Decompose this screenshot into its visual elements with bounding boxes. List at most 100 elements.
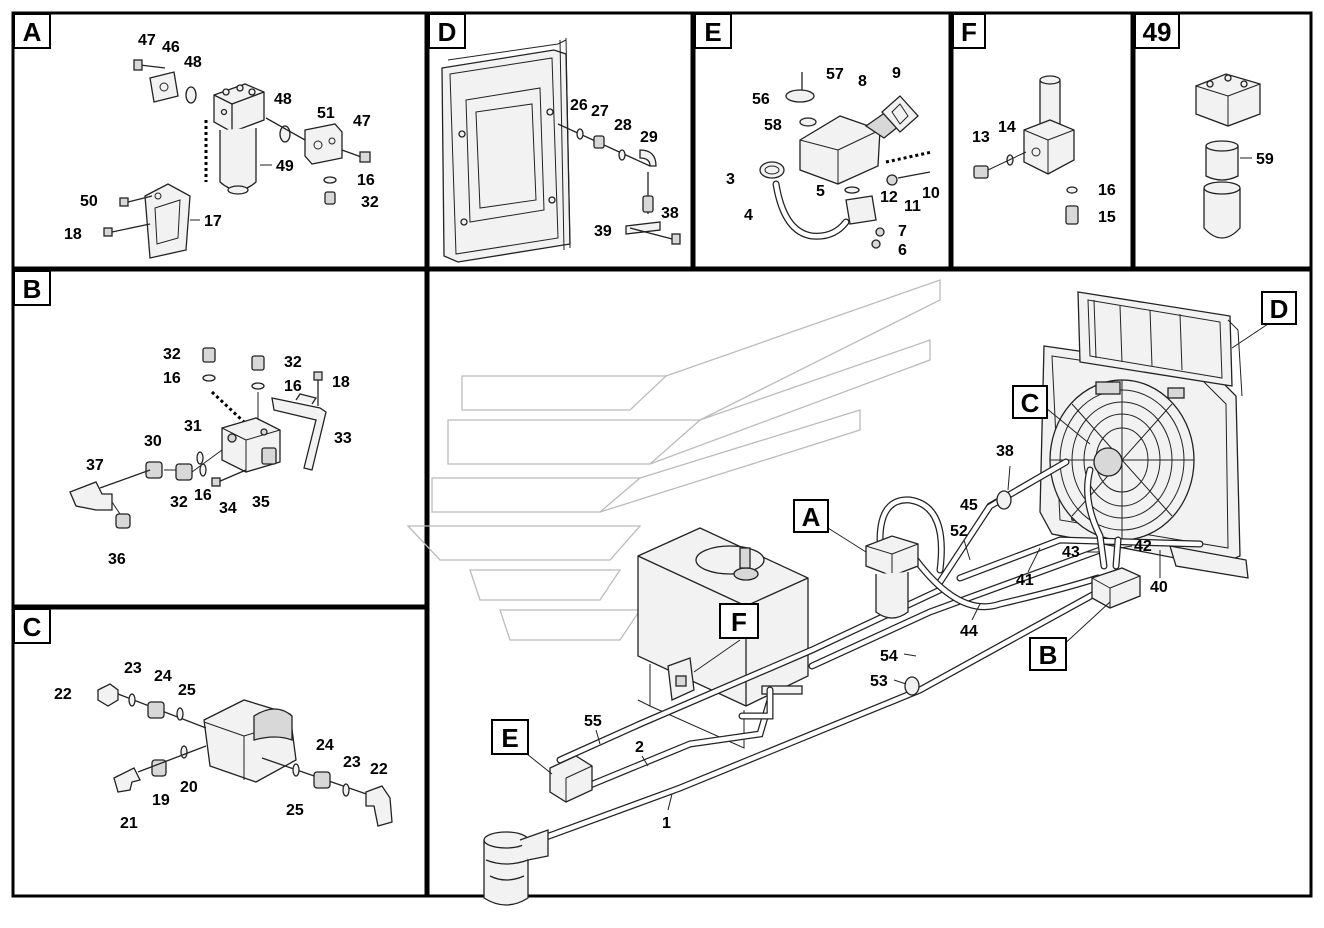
panel-f-tag: F bbox=[961, 17, 977, 47]
label-13: 13 bbox=[972, 129, 990, 146]
label-4: 4 bbox=[744, 207, 753, 224]
cooler-assembly bbox=[1039, 291, 1249, 579]
panel-49-drawing bbox=[1195, 73, 1261, 239]
label-40: 40 bbox=[1150, 579, 1168, 596]
panel-a-labels: 47 46 48 48 51 47 49 16 32 50 17 18 bbox=[64, 32, 379, 243]
label-48: 48 bbox=[184, 54, 202, 71]
label-23: 23 bbox=[343, 754, 361, 771]
label-56: 56 bbox=[752, 91, 770, 108]
label-3: 3 bbox=[726, 171, 735, 188]
label-16: 16 bbox=[357, 172, 375, 189]
label-30: 30 bbox=[144, 433, 162, 450]
panel-b-labels: 32 32 16 16 18 31 30 33 37 32 16 34 35 3… bbox=[86, 346, 352, 568]
panel-f-frame bbox=[950, 11, 1134, 270]
panel-e-labels: 57 8 9 56 58 3 5 12 11 10 4 7 6 bbox=[726, 65, 940, 259]
label-49: 49 bbox=[276, 158, 294, 175]
label-35: 35 bbox=[252, 494, 270, 511]
label-5: 5 bbox=[816, 183, 825, 200]
label-57: 57 bbox=[826, 66, 844, 83]
panel-f-labels: 13 14 16 15 bbox=[972, 119, 1116, 226]
label-22: 22 bbox=[54, 686, 72, 703]
label-53: 53 bbox=[870, 673, 888, 690]
callout-b: B bbox=[1039, 640, 1058, 670]
label-37: 37 bbox=[86, 457, 104, 474]
panel-c-labels: 23 24 22 25 19 20 21 24 23 22 25 bbox=[54, 660, 388, 832]
panel-c-frame bbox=[11, 606, 428, 898]
label-45: 45 bbox=[960, 497, 978, 514]
label-43: 43 bbox=[1062, 544, 1080, 561]
panel-tags: A D E F 49 B C bbox=[13, 13, 1180, 644]
label-12: 12 bbox=[880, 189, 898, 206]
label-38: 38 bbox=[661, 205, 679, 222]
label-11: 11 bbox=[904, 198, 921, 215]
panel-a-frame bbox=[11, 11, 428, 270]
callout-c: C bbox=[1021, 388, 1040, 418]
label-19: 19 bbox=[152, 792, 170, 809]
label-22: 22 bbox=[370, 761, 388, 778]
callout-leaders bbox=[526, 323, 1269, 811]
label-41: 41 bbox=[1016, 572, 1034, 589]
label-42: 42 bbox=[1134, 538, 1152, 555]
main-valve bbox=[1091, 567, 1141, 609]
label-9: 9 bbox=[892, 65, 901, 82]
panel-main-frame bbox=[426, 268, 1313, 898]
label-33: 33 bbox=[334, 430, 352, 447]
label-31: 31 bbox=[184, 418, 202, 435]
main-pump-e bbox=[549, 755, 593, 803]
label-44: 44 bbox=[960, 623, 978, 640]
panel-a-tag: A bbox=[23, 17, 42, 47]
label-21: 21 bbox=[120, 815, 138, 832]
label-52: 52 bbox=[950, 523, 968, 540]
label-24: 24 bbox=[154, 668, 172, 685]
callout-f: F bbox=[731, 607, 747, 637]
label-14: 14 bbox=[998, 119, 1016, 136]
label-18: 18 bbox=[64, 226, 82, 243]
label-38: 38 bbox=[996, 443, 1014, 460]
label-48: 48 bbox=[274, 91, 292, 108]
panel-49-frame bbox=[1132, 11, 1313, 270]
callout-d: D bbox=[1270, 294, 1289, 324]
panel-b-frame bbox=[11, 268, 428, 608]
label-24: 24 bbox=[316, 737, 334, 754]
panel-e-drawing bbox=[759, 72, 933, 249]
label-25: 25 bbox=[286, 802, 304, 819]
label-36: 36 bbox=[108, 551, 126, 568]
label-15: 15 bbox=[1098, 209, 1116, 226]
label-28: 28 bbox=[614, 117, 632, 134]
label-27: 27 bbox=[591, 103, 609, 120]
callout-e: E bbox=[501, 723, 518, 753]
panel-d-labels: 26 27 28 29 38 39 bbox=[570, 97, 679, 240]
panel-d-frame bbox=[426, 11, 694, 270]
label-32: 32 bbox=[284, 354, 302, 371]
label-16: 16 bbox=[284, 378, 302, 395]
panel-f-drawing bbox=[973, 75, 1079, 225]
label-26: 26 bbox=[570, 97, 588, 114]
panel-d-drawing bbox=[441, 37, 681, 263]
label-25: 25 bbox=[178, 682, 196, 699]
panel-e-frame bbox=[692, 11, 952, 270]
label-51: 51 bbox=[317, 105, 335, 122]
label-10: 10 bbox=[922, 185, 940, 202]
steering-unit bbox=[483, 829, 549, 906]
panel-c-drawing bbox=[97, 683, 393, 827]
panel-d-tag: D bbox=[438, 17, 457, 47]
label-17: 17 bbox=[204, 213, 222, 230]
label-1: 1 bbox=[662, 815, 671, 832]
panel-49-tag: 49 bbox=[1143, 17, 1172, 47]
panel-frames bbox=[11, 11, 1313, 898]
label-16: 16 bbox=[163, 370, 181, 387]
label-7: 7 bbox=[898, 223, 907, 240]
label-6: 6 bbox=[898, 242, 907, 259]
label-18: 18 bbox=[332, 374, 350, 391]
label-23: 23 bbox=[124, 660, 142, 677]
label-39: 39 bbox=[594, 223, 612, 240]
panel-a-drawing bbox=[103, 59, 371, 259]
main-filter bbox=[865, 535, 919, 619]
callout-boxes: A C D B F E bbox=[491, 291, 1297, 755]
label-54: 54 bbox=[880, 648, 898, 665]
label-46: 46 bbox=[162, 39, 180, 56]
label-16: 16 bbox=[194, 487, 212, 504]
label-8: 8 bbox=[858, 73, 867, 90]
